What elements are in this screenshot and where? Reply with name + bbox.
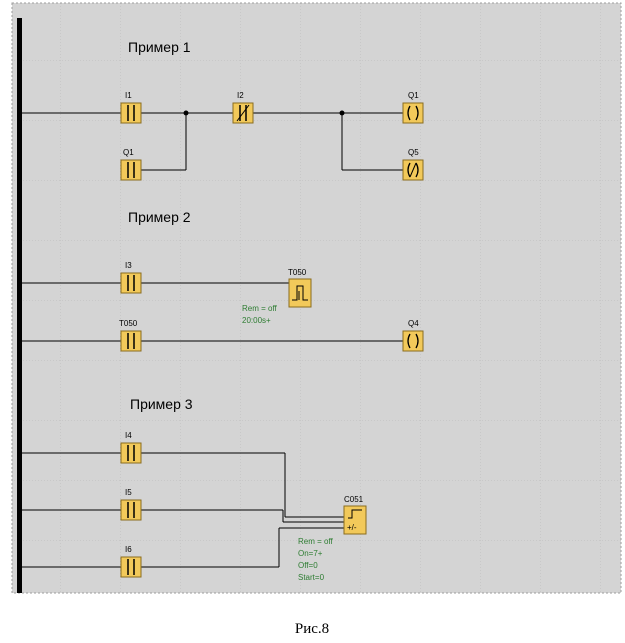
rung-3	[22, 452, 346, 568]
label-q1-contact: Q1	[123, 148, 134, 157]
label-t050-block: T050	[288, 268, 307, 277]
contact-i4[interactable]	[120, 442, 142, 464]
label-q4: Q4	[408, 319, 419, 328]
counter-start-param: Start=0	[298, 573, 325, 582]
coil-q1[interactable]	[402, 102, 424, 124]
section-title-ex2: Пример 2	[128, 209, 191, 225]
contact-q1[interactable]	[120, 159, 142, 181]
label-c051: C051	[344, 495, 364, 504]
power-rail	[17, 18, 22, 593]
contact-i2-nc[interactable]	[232, 102, 254, 124]
timer-rem-param: Rem = off	[242, 304, 278, 313]
contact-t050[interactable]	[120, 330, 142, 352]
rung-1	[22, 110, 405, 171]
contact-i3[interactable]	[120, 272, 142, 294]
label-i4: I4	[125, 431, 132, 440]
counter-symbol: +/-	[347, 523, 357, 532]
timer-block-t050[interactable]	[288, 278, 312, 308]
label-i2: I2	[237, 91, 244, 100]
counter-off-param: Off=0	[298, 561, 318, 570]
contact-i1[interactable]	[120, 102, 142, 124]
counter-rem-param: Rem = off	[298, 537, 334, 546]
label-i3: I3	[125, 261, 132, 270]
label-i1: I1	[125, 91, 132, 100]
contact-i5[interactable]	[120, 499, 142, 521]
label-t050-contact: T050	[119, 319, 138, 328]
coil-q4[interactable]	[402, 330, 424, 352]
counter-on-param: On=7+	[298, 549, 323, 558]
timer-time-param: 20:00s+	[242, 316, 271, 325]
junction-dot	[183, 110, 189, 116]
contact-i6[interactable]	[120, 556, 142, 578]
figure-caption: Рис.8	[295, 621, 329, 637]
section-title-ex3: Пример 3	[130, 396, 193, 412]
rung-2	[22, 282, 405, 342]
counter-block-c051[interactable]: +/-	[343, 505, 367, 535]
junction-dot	[339, 110, 345, 116]
label-i5: I5	[125, 488, 132, 497]
label-q1-coil: Q1	[408, 91, 419, 100]
section-title-ex1: Пример 1	[128, 39, 191, 55]
label-i6: I6	[125, 545, 132, 554]
coil-q5-negated[interactable]	[402, 159, 424, 181]
label-q5: Q5	[408, 148, 419, 157]
panel-border	[11, 2, 622, 594]
grid	[12, 3, 621, 593]
